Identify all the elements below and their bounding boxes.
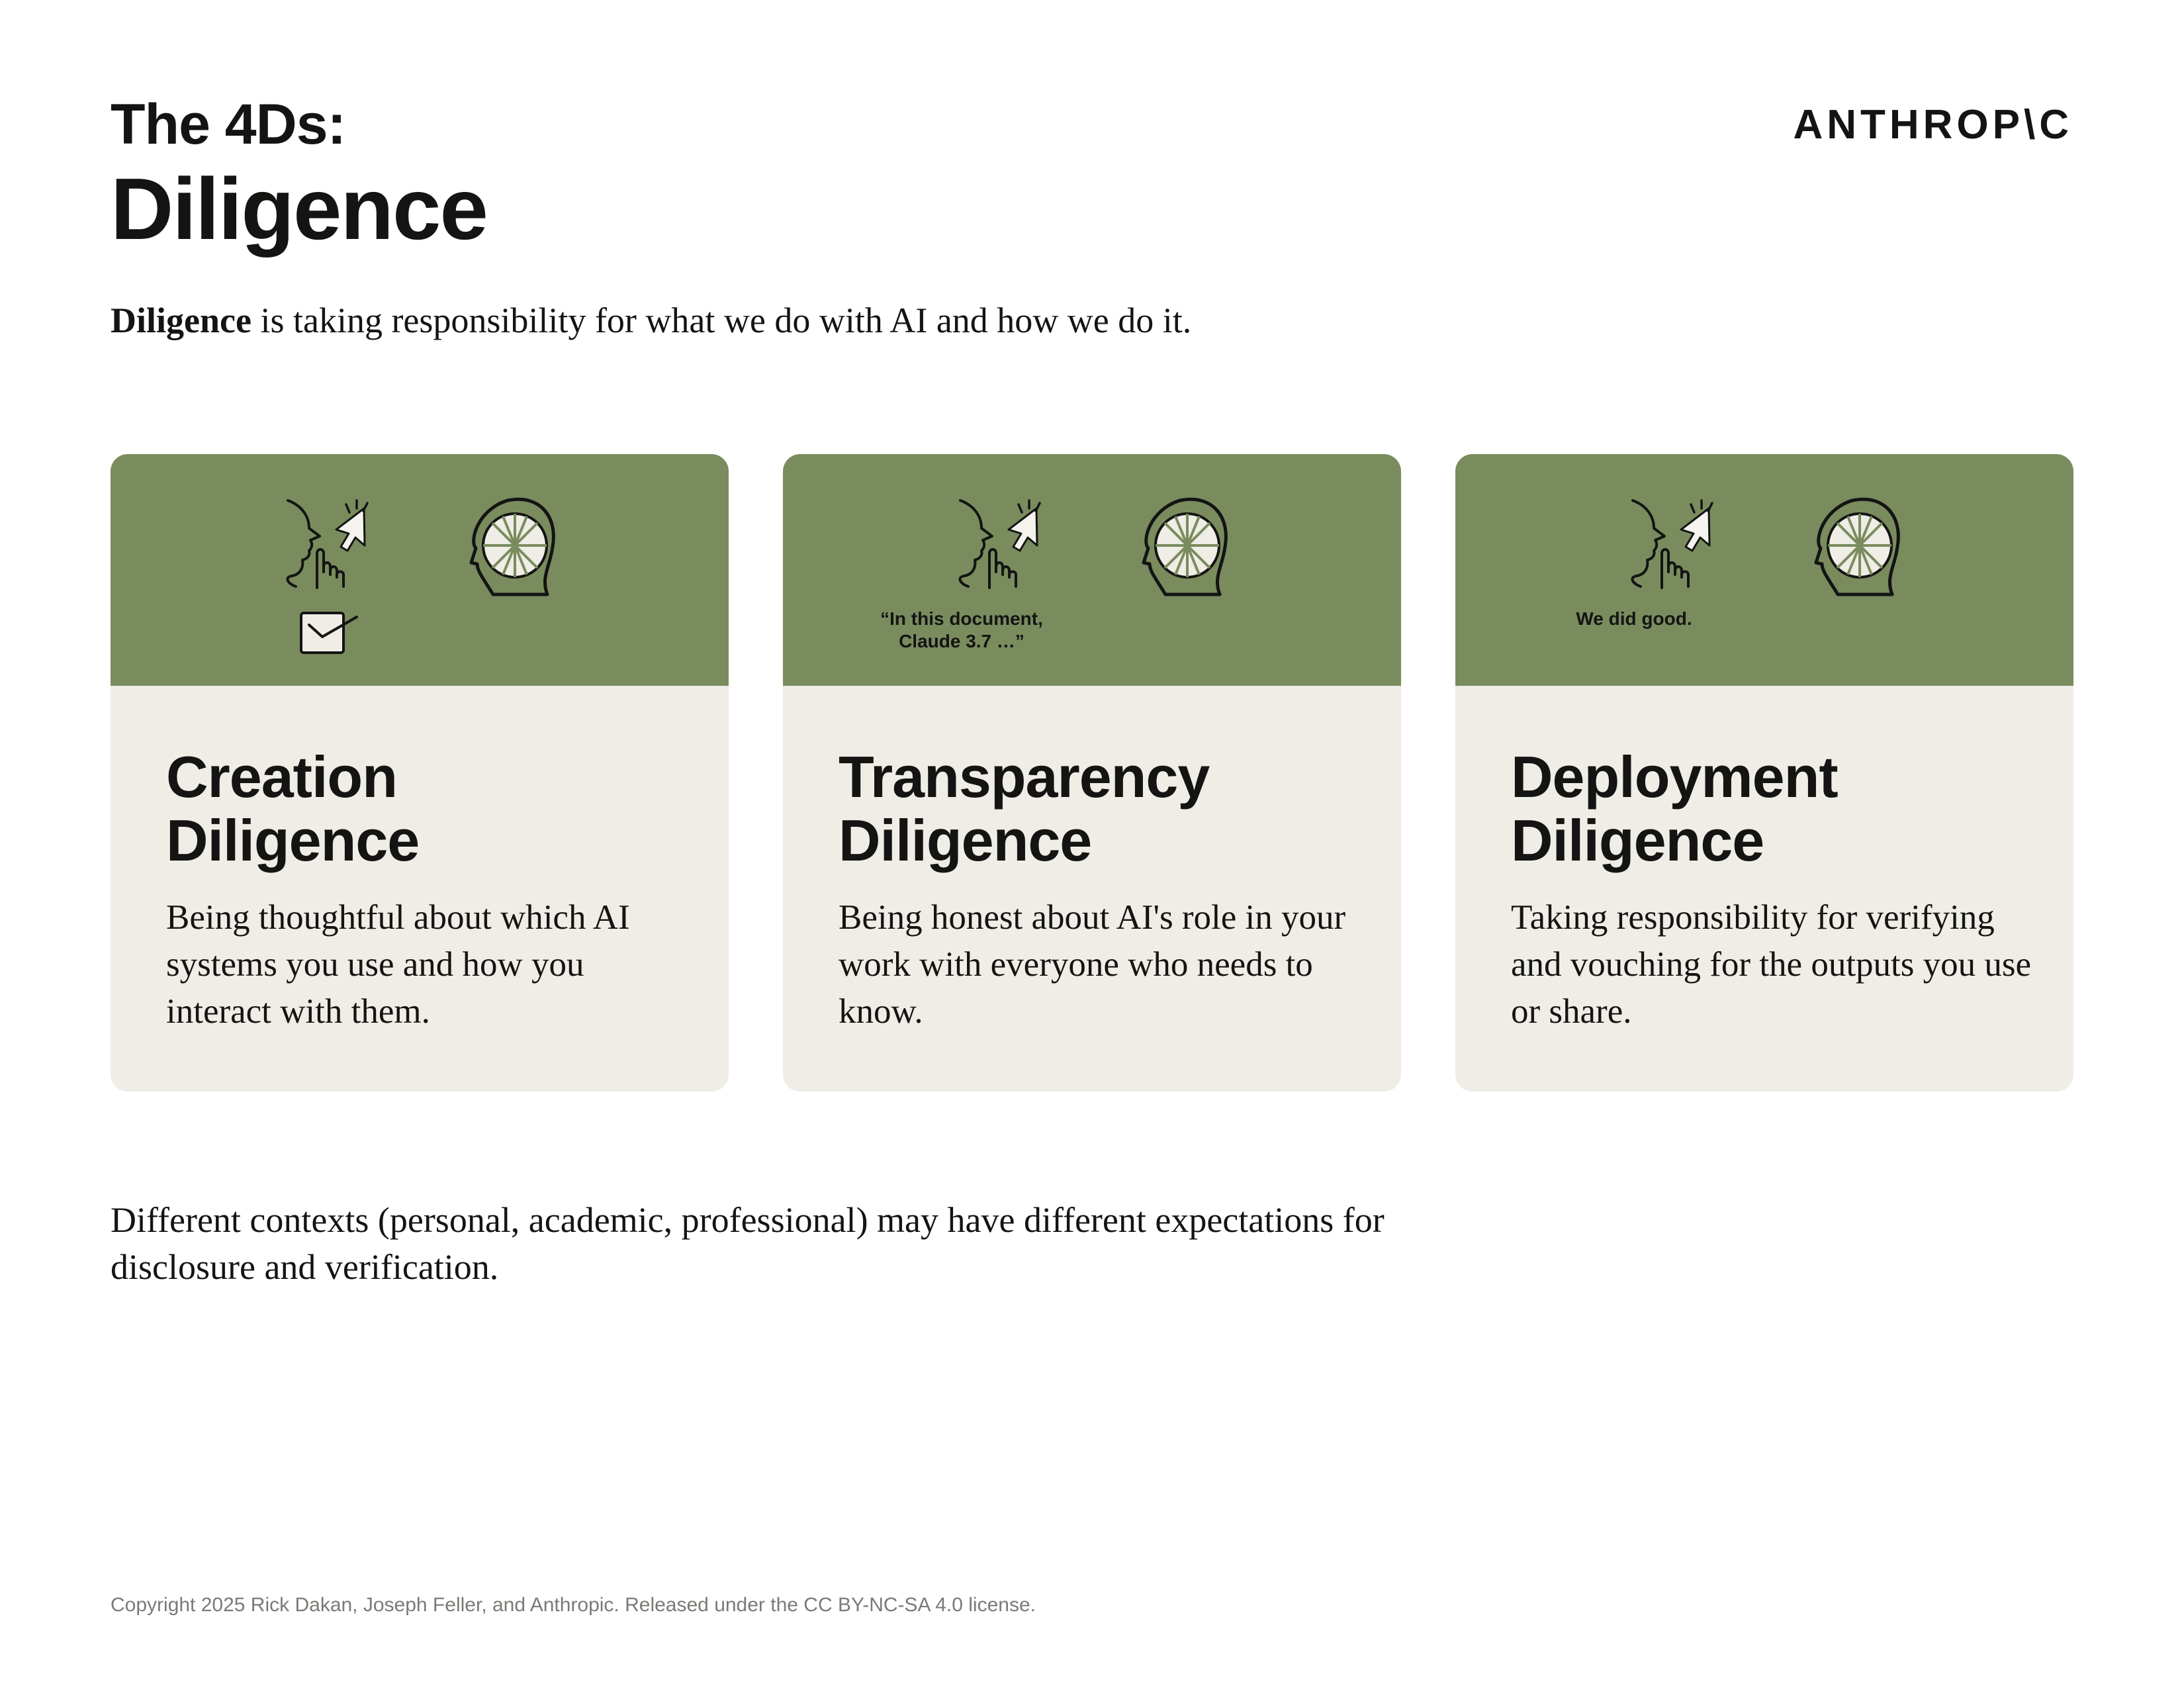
card-title: Deployment Diligence: [1511, 744, 1839, 873]
cursor-icon: [1007, 499, 1041, 552]
context-note: Different contexts (personal, academic, …: [111, 1200, 1385, 1287]
anthropic-logo: ANTHROP\C: [1793, 102, 2073, 148]
card-creation-diligence: Creation Diligence Being thoughtful abou…: [111, 454, 729, 1092]
card-banner: [111, 454, 729, 686]
card-description: Taking responsibility for verifying and …: [1511, 898, 2032, 1031]
card-banner: “In this document, Claude 3.7 …”: [783, 454, 1401, 686]
banner-illustration: [958, 497, 1228, 596]
person-speaking-icon: [958, 499, 993, 588]
ai-head-icon: [1142, 497, 1228, 596]
banner-caption: We did good.: [1576, 608, 1692, 629]
card-transparency-diligence: “In this document, Claude 3.7 …” Transpa…: [783, 454, 1401, 1092]
pointing-hand-icon: [316, 548, 345, 589]
header-eyebrow: The 4Ds:: [111, 93, 346, 156]
ai-head-icon: [1814, 497, 1900, 596]
copyright-footer: Copyright 2025 Rick Dakan, Joseph Feller…: [111, 1594, 1036, 1616]
card-title: Creation Diligence: [166, 744, 420, 873]
page-title: Diligence: [111, 160, 488, 258]
card-banner: We did good.: [1455, 454, 2073, 686]
card-description: Being thoughtful about which AI systems …: [166, 898, 630, 1031]
cards-row: Creation Diligence Being thoughtful abou…: [111, 454, 2073, 1092]
card-title: Transparency Diligence: [839, 744, 1210, 873]
banner-illustration: [1631, 497, 1900, 596]
cursor-icon: [335, 499, 369, 552]
intro-paragraph: Diligence is taking responsibility for w…: [111, 299, 1191, 342]
intro-text: is taking responsibility for what we do …: [251, 301, 1192, 340]
pointing-hand-icon: [988, 548, 1017, 589]
pointing-hand-icon: [1661, 548, 1690, 589]
card-description: Being honest about AI's role in your wor…: [839, 898, 1346, 1031]
person-speaking-icon: [286, 499, 321, 588]
banner-caption: “In this document, Claude 3.7 …”: [880, 608, 1043, 651]
banner-illustration: [286, 497, 555, 654]
ai-head-icon: [469, 497, 555, 596]
checked-envelope-icon: [300, 612, 358, 654]
intro-bold-term: Diligence: [111, 301, 251, 340]
person-speaking-icon: [1631, 499, 1666, 588]
card-deployment-diligence: We did good. Deployment Diligence Taking…: [1455, 454, 2073, 1092]
cursor-icon: [1680, 499, 1713, 552]
